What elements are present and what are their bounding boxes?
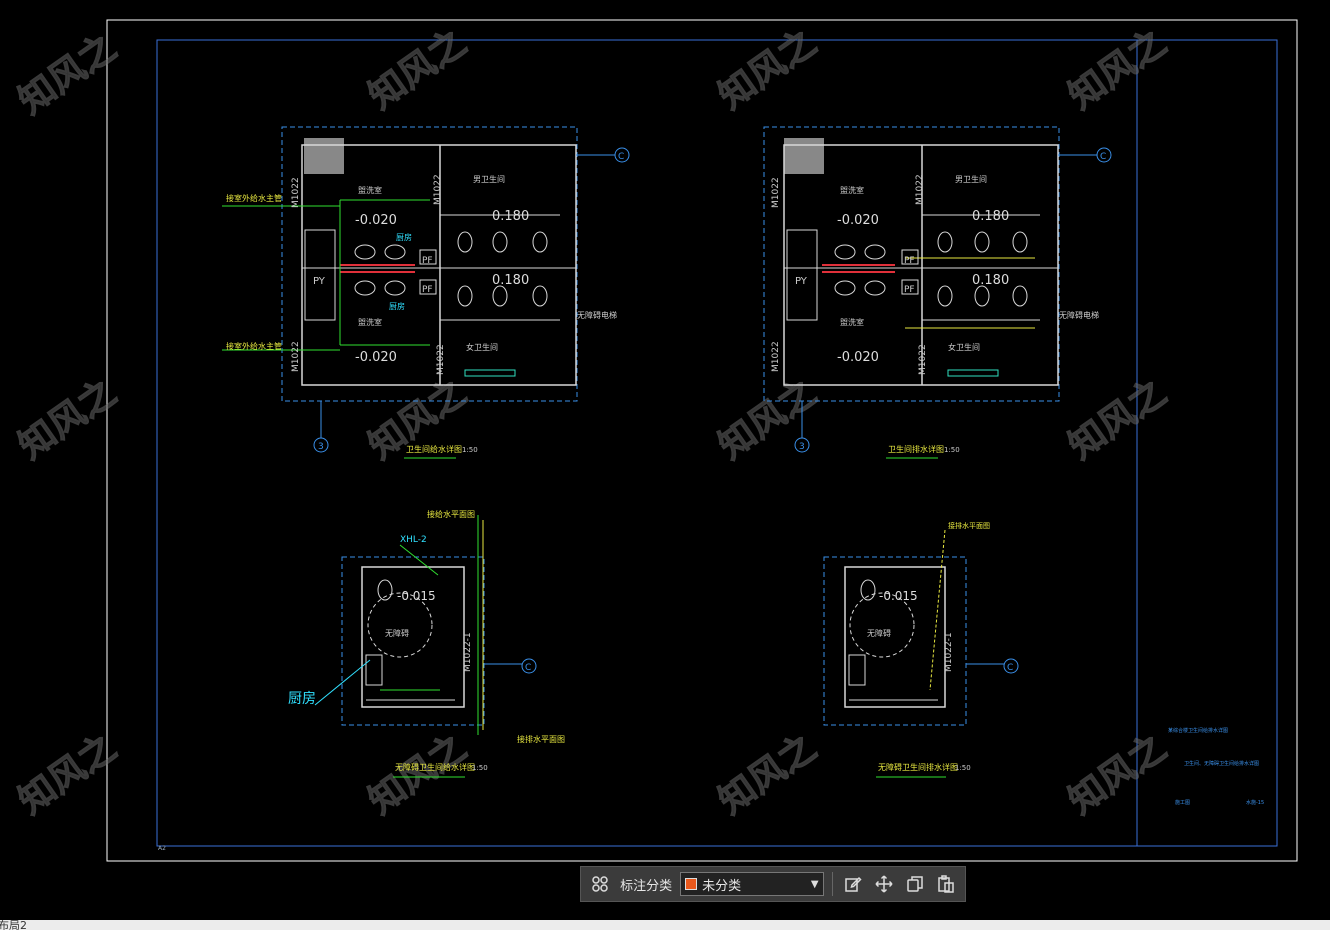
- p2-male-toilet: 男卫生间: [955, 174, 987, 184]
- p2-washroom-lower: 盥洗室: [840, 317, 864, 327]
- sheet-outer-frame: [106, 19, 1298, 862]
- p2-female-toilet: 女卫生间: [948, 342, 980, 352]
- svg-text:知风之: 知风之: [712, 727, 824, 823]
- p2-axis-c: C: [1100, 152, 1106, 162]
- layout-tab-bar: 布局2: [0, 920, 1330, 930]
- p1-callout-supply-upper: 接室外给水主管: [226, 193, 282, 203]
- p3-xhl: XHL-2: [400, 535, 427, 545]
- plan-3-title: 无障碍卫生间给水详图: [395, 762, 475, 772]
- svg-text:知风之: 知风之: [1062, 727, 1174, 823]
- svg-text:知风之: 知风之: [1062, 22, 1174, 118]
- p2-py: PY: [795, 276, 808, 287]
- plan-supply-detail[interactable]: [222, 126, 630, 453]
- copy-icon[interactable]: [903, 871, 928, 897]
- p2-door-mid: M1022: [915, 174, 925, 205]
- p2-axis-3: 3: [799, 442, 805, 452]
- category-value: 未分类: [702, 878, 742, 894]
- p2-pf-upper: PF: [904, 256, 915, 266]
- sheet-size-label: A2: [158, 845, 166, 852]
- p1-male-toilet: 男卫生间: [473, 174, 505, 184]
- p1-elevator: 无障碍电梯: [577, 310, 617, 320]
- p2-door-upper: M1022: [771, 177, 781, 208]
- svg-text:知风之: 知风之: [1062, 372, 1174, 468]
- p1-elev-female: 0.180: [492, 273, 529, 288]
- plan-2-title: 卫生间排水详图: [888, 444, 944, 454]
- p1-elev-male: 0.180: [492, 209, 529, 224]
- title-block-line2: 卫生间、无障碍卫生间给排水详图: [1184, 760, 1259, 767]
- plan-accessible-drain[interactable]: [823, 529, 1019, 726]
- p3-door: M1022-1: [463, 632, 473, 672]
- p2-washroom-upper: 盥洗室: [840, 185, 864, 195]
- plan-2-scale: 1:50: [944, 446, 960, 454]
- annotation-category-label: 标注分类: [620, 878, 673, 894]
- p4-room: 无障碍: [867, 628, 891, 638]
- edit-icon[interactable]: [840, 871, 865, 897]
- plan-1-title: 卫生间给水详图: [406, 444, 462, 454]
- p1-washroom-upper: 盥洗室: [358, 185, 382, 195]
- p2-elev-lower: -0.020: [837, 350, 879, 365]
- plan-4-scale: 1:50: [955, 764, 971, 772]
- watermarks: 知风之 知风之 知风之 知风之 知风之 知风之 知风之 知风之 知风之 知风之 …: [11, 21, 1175, 824]
- p3-supply-plan: 接给水平面图: [427, 509, 475, 519]
- p1-kitchen-upper: 厨房: [396, 232, 412, 242]
- p3-elev: -0.015: [397, 589, 436, 603]
- chevron-down-icon: ▼: [810, 878, 819, 890]
- p2-door-female: M1022: [918, 344, 928, 375]
- p2-elev-female: 0.180: [972, 273, 1009, 288]
- category-dropdown[interactable]: 未分类 ▼: [680, 872, 824, 896]
- p3-room: 无障碍: [385, 628, 409, 638]
- p2-elevator: 无障碍电梯: [1059, 310, 1099, 320]
- p3-axis-c: C: [525, 663, 531, 673]
- plan-accessible-supply[interactable]: [314, 515, 537, 735]
- p1-door-mid: M1022: [433, 174, 443, 205]
- p3-kitchen: 厨房: [288, 691, 316, 707]
- plan-4-title: 无障碍卫生间排水详图: [878, 762, 958, 772]
- p4-door: M1022-1: [944, 632, 954, 672]
- p1-axis-3: 3: [318, 442, 324, 452]
- p2-elev-male: 0.180: [972, 209, 1009, 224]
- title-block-sheet: 施工图: [1175, 799, 1190, 806]
- category-color-swatch: [685, 878, 698, 890]
- paste-icon[interactable]: [934, 871, 959, 897]
- grid-view-icon[interactable]: [587, 871, 612, 897]
- p4-elev: -0.015: [879, 589, 918, 603]
- p1-female-toilet: 女卫生间: [466, 342, 498, 352]
- sheet-inner-frame: [156, 39, 1278, 847]
- plan-drain-detail[interactable]: [763, 126, 1112, 453]
- p1-door-lower: M1022: [291, 341, 301, 372]
- svg-text:知风之: 知风之: [712, 22, 824, 118]
- svg-text:知风之: 知风之: [712, 372, 824, 468]
- p4-callout: 接排水平面图: [948, 521, 990, 530]
- p1-pf-upper: PF: [422, 256, 433, 266]
- svg-text:知风之: 知风之: [362, 22, 474, 118]
- p1-kitchen-lower: 厨房: [389, 301, 405, 311]
- title-block-line1: 某综合楼卫生间给排水详图: [1168, 727, 1228, 734]
- p2-elev-upper: -0.020: [837, 213, 879, 228]
- p1-axis-c: C: [618, 152, 624, 162]
- annotation-toolbar: 标注分类 未分类 ▼: [580, 866, 966, 902]
- p2-pf-lower: PF: [904, 285, 915, 295]
- p4-axis-c: C: [1007, 663, 1013, 673]
- title-block-no: 水施-15: [1246, 799, 1264, 806]
- toolbar-separator: [831, 872, 833, 896]
- p1-elev-lower: -0.020: [355, 350, 397, 365]
- p3-drain-plan: 接排水平面图: [517, 734, 565, 744]
- p1-washroom-lower: 盥洗室: [358, 317, 382, 327]
- layout-tab[interactable]: 布局2: [0, 920, 27, 930]
- p1-door-upper: M1022: [291, 177, 301, 208]
- svg-text:知风之: 知风之: [362, 727, 474, 823]
- p1-pf-lower: PF: [422, 285, 433, 295]
- move-icon[interactable]: [872, 871, 897, 897]
- p1-door-female: M1022: [436, 344, 446, 375]
- p1-elev-upper: -0.020: [355, 213, 397, 228]
- p1-callout-supply-lower: 接室外给水主管: [226, 341, 282, 351]
- plan-1-scale: 1:50: [462, 446, 478, 454]
- p1-py: PY: [313, 276, 326, 287]
- plan-3-scale: 1:50: [472, 764, 488, 772]
- p2-door-lower: M1022: [771, 341, 781, 372]
